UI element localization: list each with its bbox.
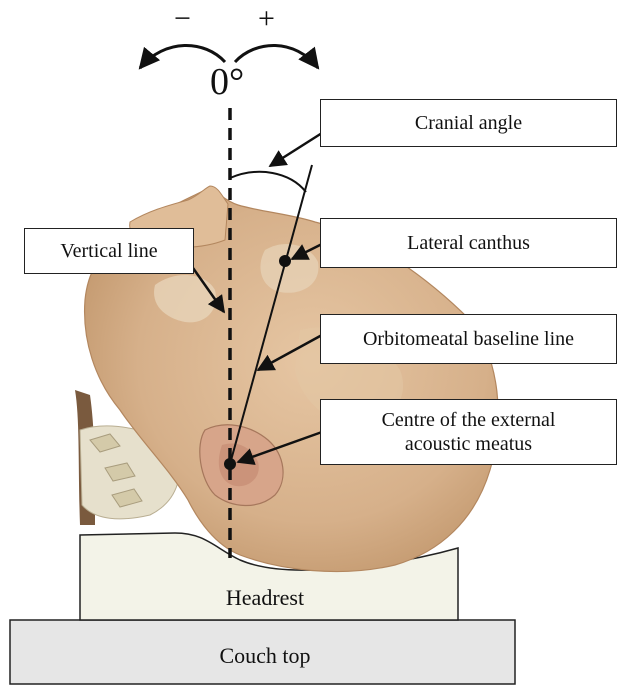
zero-degree-label: 0°: [210, 62, 244, 102]
vertical-line-label: Vertical line: [24, 228, 194, 274]
pointer-cranial-angle: [270, 133, 322, 166]
eam-dot: [224, 458, 236, 470]
cranial-angle-arc: [230, 172, 306, 192]
lateral-canthus-label: Lateral canthus: [320, 218, 617, 268]
eam-label-line2: acoustic meatus: [405, 432, 532, 456]
cranial-angle-label: Cranial angle: [320, 99, 617, 147]
plus-sign: +: [258, 4, 275, 34]
lateral-canthus-dot: [279, 255, 291, 267]
eam-label: Centre of the external acoustic meatus: [320, 399, 617, 465]
minus-sign: −: [174, 4, 191, 34]
rotation-arrow-plus: [235, 45, 318, 68]
orbitomeatal-baseline-label: Orbitomeatal baseline line: [320, 314, 617, 364]
headrest-label: Headrest: [175, 585, 355, 611]
couch-top-label: Couch top: [165, 643, 365, 669]
eam-label-line1: Centre of the external: [382, 408, 556, 432]
